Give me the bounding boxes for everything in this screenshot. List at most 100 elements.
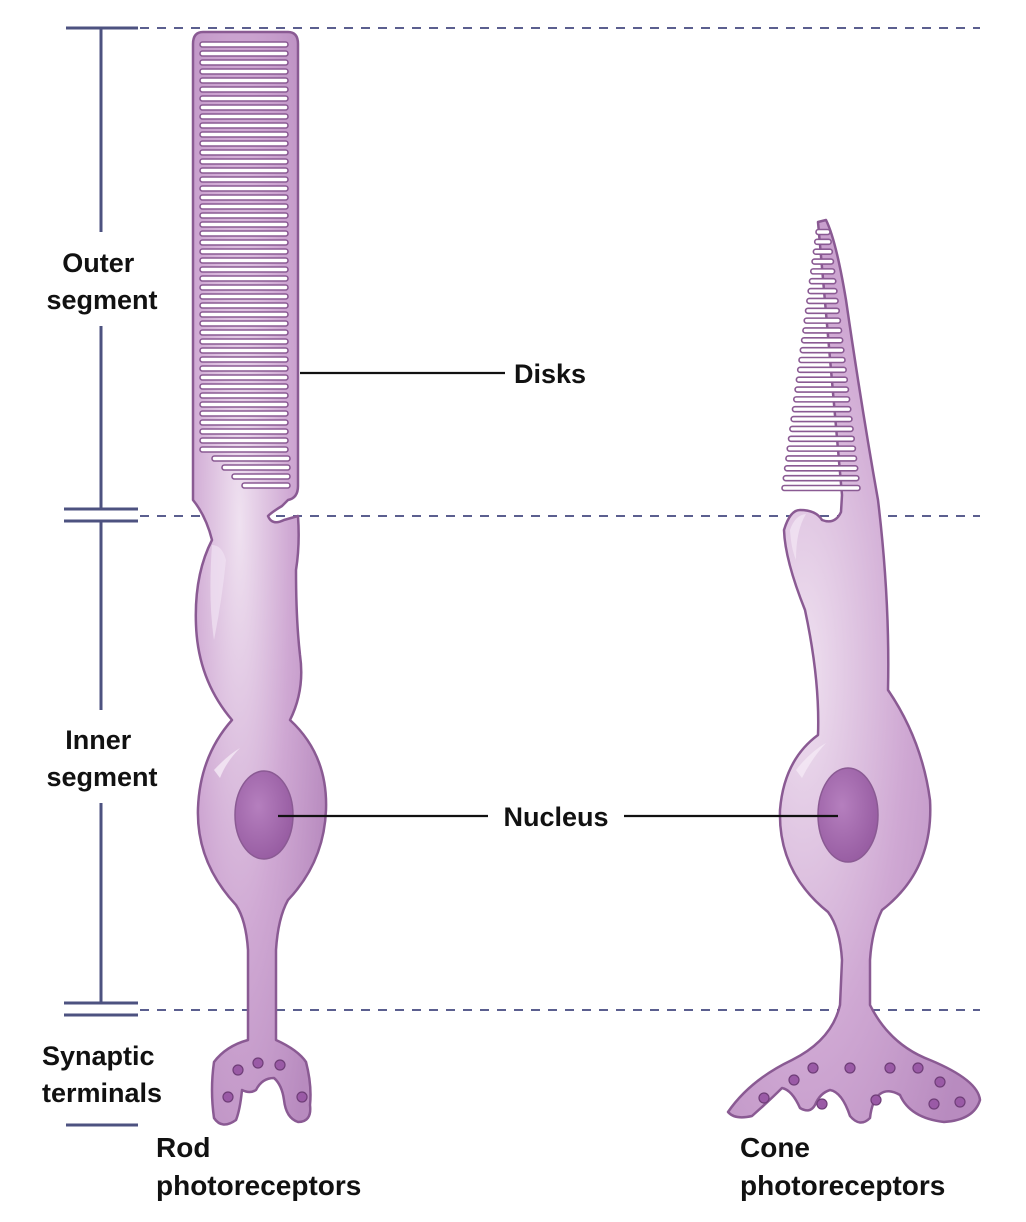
cone-cell-body: [726, 218, 982, 1124]
disks-label: Disks: [514, 359, 586, 389]
cone-disk: [807, 287, 838, 295]
cone-disk: [787, 435, 856, 443]
rod-disk: [231, 473, 291, 480]
cone-disk: [804, 307, 841, 315]
rod-disk: [199, 311, 289, 318]
cone-disk: [803, 317, 842, 324]
cone-disk: [786, 445, 857, 452]
cone-vesicle: [844, 1062, 856, 1074]
cone-vesicle: [758, 1092, 770, 1104]
rod-vesicle: [296, 1091, 308, 1103]
cone-disk: [795, 376, 849, 383]
rod-caption: Rod photoreceptors: [156, 1132, 361, 1201]
rod-disk: [199, 50, 289, 57]
rod-disk: [199, 257, 289, 264]
segment-bracket: [64, 26, 138, 1127]
rod-disk: [221, 464, 291, 471]
rod-disk: [199, 347, 289, 354]
rod-disk: [199, 95, 289, 102]
cone-vesicle: [934, 1076, 946, 1088]
rod-vesicle: [232, 1064, 244, 1076]
rod-disk: [199, 221, 289, 228]
rod-disk: [199, 320, 289, 327]
cone-disk: [781, 484, 861, 492]
rod-disk: [199, 275, 289, 282]
rod-disk: [199, 383, 289, 390]
cone-vesicle: [912, 1062, 924, 1074]
rod-vesicle: [222, 1091, 234, 1103]
cone-vesicles: [758, 1062, 966, 1110]
rod-disk: [241, 482, 291, 489]
rod-disk: [199, 86, 289, 93]
rod-disk: [199, 356, 289, 363]
rod-disk: [199, 329, 289, 336]
rod-vesicle: [274, 1059, 286, 1071]
cone-vesicle: [816, 1098, 828, 1110]
rod-disk: [199, 203, 289, 210]
cone-disk: [802, 327, 843, 334]
rod-highlight-lower: [214, 748, 240, 778]
cone-disk: [789, 425, 854, 433]
rod-disk: [199, 122, 289, 129]
rod-disk: [199, 428, 289, 435]
cone-disk: [811, 258, 835, 265]
rod-vesicles: [222, 1057, 308, 1103]
rod-disks: [199, 41, 291, 489]
rod-disk: [199, 419, 289, 426]
nucleus-label: Nucleus: [503, 802, 608, 832]
cone-disk: [783, 465, 859, 472]
rod-disk: [199, 338, 289, 345]
cone-disk: [808, 277, 837, 285]
rod-disk: [199, 41, 289, 48]
rod-disk: [199, 248, 289, 255]
rod-disk: [199, 437, 289, 444]
rod-disk: [199, 230, 289, 237]
rod-vesicle: [252, 1057, 264, 1069]
cone-disk: [813, 238, 832, 246]
rod-disk: [199, 194, 289, 201]
label-inner-segment: Inner segment: [46, 725, 157, 792]
rod-disk: [199, 365, 289, 372]
cone-disk: [782, 474, 860, 482]
rod-disk: [199, 140, 289, 147]
rod-disk: [199, 68, 289, 75]
cone-disk: [800, 337, 844, 344]
rod-disk: [199, 212, 289, 219]
cone-disk: [792, 396, 851, 403]
cone-disk: [796, 366, 847, 374]
rod-disk: [199, 284, 289, 291]
rod-disk: [199, 374, 289, 381]
cone-disks: [781, 228, 861, 492]
rod-disk: [199, 239, 289, 246]
rod-disk: [199, 158, 289, 165]
rod-disk: [199, 131, 289, 138]
cone-disk: [809, 268, 836, 275]
cone-vesicle: [928, 1098, 940, 1110]
rod-disk: [211, 455, 291, 462]
rod-disk: [199, 77, 289, 84]
rod-disk: [199, 293, 289, 300]
cone-disk: [815, 228, 831, 236]
cone-disk: [785, 455, 858, 462]
cone-disk: [799, 346, 845, 354]
label-outer-segment: Outer segment: [46, 248, 157, 315]
cone-disk: [791, 405, 852, 413]
cone-vesicle: [954, 1096, 966, 1108]
rod-disk: [199, 149, 289, 156]
cone-vesicle: [870, 1094, 882, 1106]
rod-disk: [199, 167, 289, 174]
cone-vesicle: [884, 1062, 896, 1074]
rod-disk: [199, 176, 289, 183]
label-synaptic-terminals: Synaptic terminals: [42, 1041, 162, 1108]
rod-disk: [199, 266, 289, 273]
rod-disk: [199, 302, 289, 309]
cone-disk: [806, 297, 839, 305]
rod-disk: [199, 401, 289, 408]
cone-vesicle: [788, 1074, 800, 1086]
cone-disk: [812, 248, 834, 255]
cone-disk: [790, 415, 853, 423]
rod-disk: [199, 392, 289, 399]
cone-caption: Cone photoreceptors: [740, 1132, 945, 1201]
rod-disk: [199, 104, 289, 111]
